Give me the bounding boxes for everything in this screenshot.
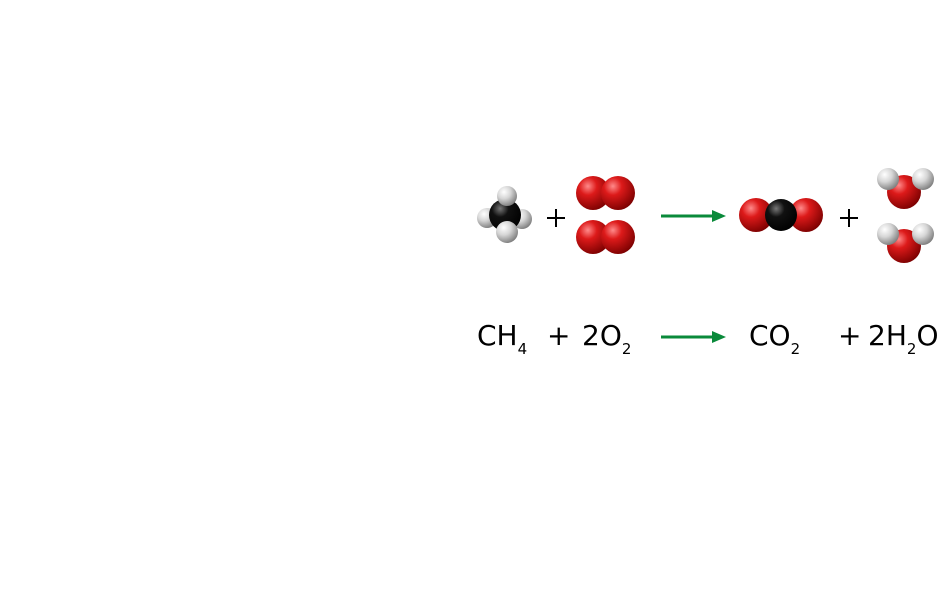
oxygen-molecule-icon [576,176,635,210]
formula-water: 2H2O [868,319,939,357]
formula-carbon-dioxide-subscript: 2 [790,340,801,358]
formula-oxygen-coefficient: 2 [582,319,600,352]
formula-water-main: H [885,319,907,352]
water-molecule-icon [877,168,934,209]
water-molecule-icon [877,223,934,263]
oxygen-molecule-icon [576,220,635,254]
formula-oxygen-main: O [599,319,622,352]
formula-oxygen-subscript: 2 [621,340,632,358]
reaction-arrow-icon [661,331,726,343]
formula-carbon-dioxide: CO2 [749,319,800,357]
plus-sign-equation-2: + [838,319,862,352]
reaction-arrow-icon [661,210,726,222]
formula-methane: CH4 [477,319,527,357]
formula-water-coefficient: 2 [868,319,886,352]
formula-water-subscript: 2 [906,340,917,358]
methane-molecule-icon [477,186,532,243]
plus-sign-equation-1: + [547,319,571,352]
carbon-dioxide-molecule-icon [739,198,823,232]
formula-methane-subscript: 4 [517,340,528,358]
formula-carbon-dioxide-main: CO [749,319,791,352]
plus-sign-molecules-2 [840,209,858,227]
formula-water-tail: O [916,319,939,352]
plus-sign-molecules-1 [547,209,565,227]
formula-methane-main: CH [477,319,518,352]
formula-oxygen: 2O2 [582,319,631,357]
